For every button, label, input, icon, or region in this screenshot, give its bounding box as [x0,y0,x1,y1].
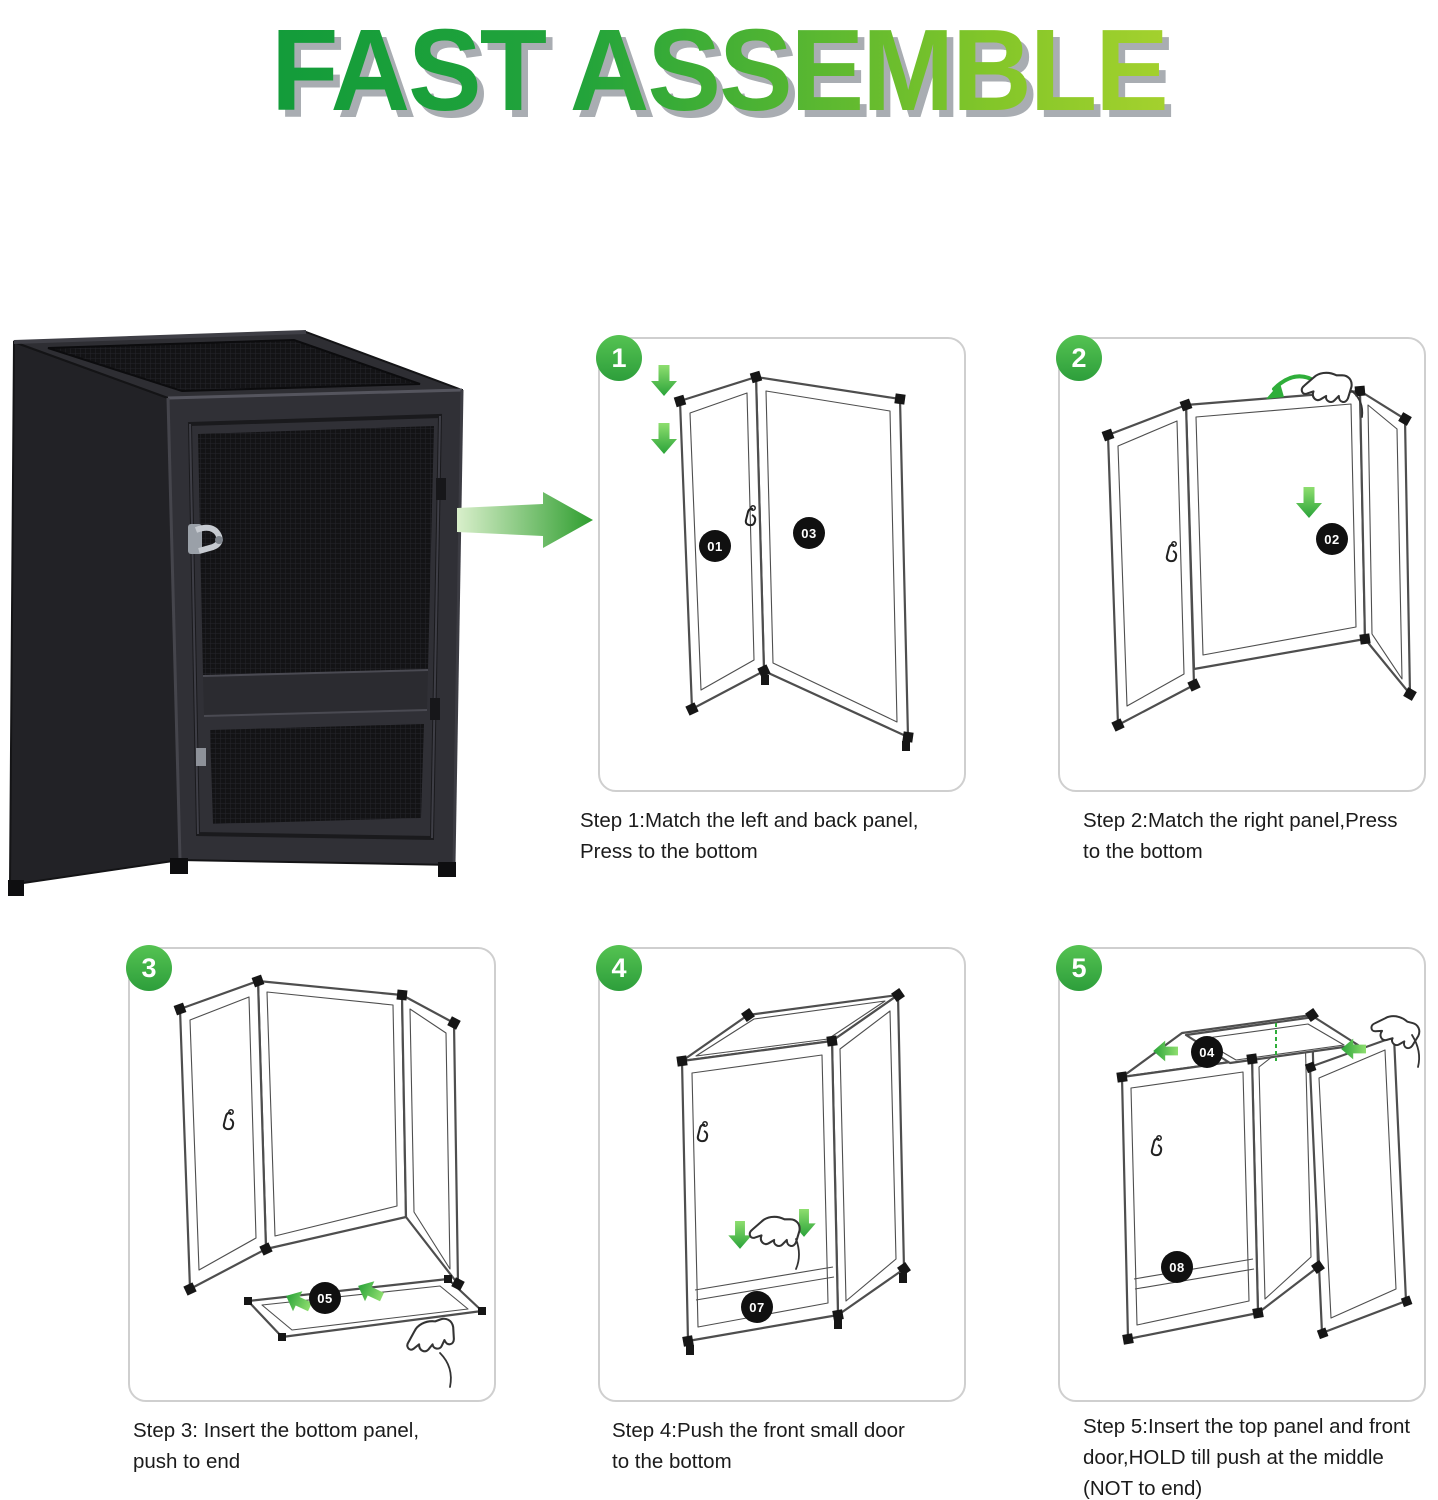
step-3-number-badge: 3 [126,945,172,991]
step-3-caption: Step 3: Insert the bottom panel, push to… [133,1419,420,1473]
step-3-panel: 3 05 [126,945,496,1402]
step-5-panel: 5 [1056,945,1426,1402]
step-5-number-badge: 5 [1056,945,1102,991]
step-4-panel: 4 07 [596,945,966,1402]
step-4-number-badge: 4 [596,945,642,991]
down-arrow-icon [651,365,677,396]
title-text: FAST ASSEMBLE [36,0,1402,140]
cage-door-mesh [198,426,434,676]
title-shadow-text: FAST ASSEMBLE [43,7,1409,147]
step-1-diagram [651,365,914,751]
part-badge-02: 02 [1316,523,1348,555]
cage-left-face [8,340,182,887]
fast-assemble-title: FAST ASSEMBLE FAST ASSEMBLE [36,0,1402,150]
cage-top-mesh [47,338,421,393]
part-badge-08: 08 [1161,1251,1193,1283]
part-badge-01: 01 [699,530,731,562]
step-1-number-badge: 1 [596,335,642,381]
product-photo [8,330,464,896]
down-arrow-icon [651,423,677,454]
part-badge-04: 04 [1191,1036,1223,1068]
step-4-diagram [676,988,911,1355]
step-1-caption: Step 1:Match the left and back panel, Pr… [580,809,919,863]
step-2-diagram [1101,371,1417,732]
transition-arrow-icon [457,492,593,548]
step-5-caption: Step 5:Insert the top panel and front do… [1083,1415,1411,1500]
part-badge-07: 07 [741,1291,773,1323]
step-2-panel: 2 02 [1056,335,1426,792]
step-2-number-badge: 2 [1056,335,1102,381]
step-5-diagram [1116,1008,1423,1345]
part-badge-03: 03 [793,517,825,549]
cage-vent-mesh [210,724,424,824]
step-3-diagram [173,974,486,1388]
step-1-panel: 1 01 03 [596,335,966,792]
part-badge-05: 05 [309,1282,341,1314]
step-2-caption: Step 2:Match the right panel,Press to th… [1083,809,1398,863]
step-4-caption: Step 4:Push the front small door to the … [612,1419,905,1473]
cage-latch-icon [188,524,223,554]
